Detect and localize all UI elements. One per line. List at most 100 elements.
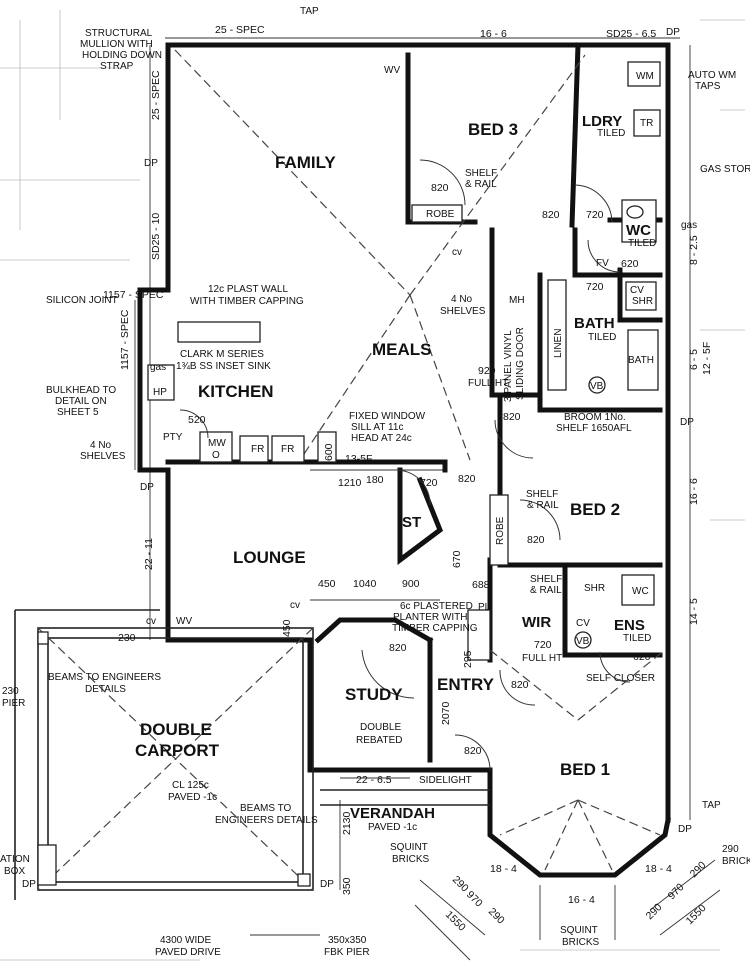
dim-bay-right-290d: 290	[688, 859, 709, 880]
dimension-lines	[134, 37, 691, 936]
dim-study-door: 820	[389, 642, 407, 654]
dim-bay-left-1550: 1550	[443, 909, 468, 934]
bed2-room-label: BED 2	[570, 500, 620, 519]
wir-shelf-note-2: & RAIL	[530, 585, 562, 596]
dim-pantry-door: 520	[188, 414, 206, 426]
ens-cv-label: CV	[576, 618, 590, 629]
brick-right-dim: 290	[722, 844, 739, 855]
wir-room-label: WIR	[522, 614, 551, 631]
dim-bay-left-184: 18 - 4	[490, 863, 517, 875]
study-room-label: STUDY	[345, 685, 403, 704]
dim-2265: 22 - 6.5	[356, 774, 392, 786]
dim-st-door: 720	[420, 477, 438, 489]
meals-shelves-note-2: SHELVES	[440, 306, 486, 317]
bath-vanity-label: VB	[590, 381, 604, 392]
mullion-note-2: MULLION WITH	[80, 39, 153, 50]
clark-sink-note-1: CLARK M SERIES	[180, 349, 264, 360]
bed2-shelf-note-2: & RAIL	[527, 500, 559, 511]
family-room-label: FAMILY	[275, 153, 336, 172]
paved-drive-note-2: PAVED DRIVE	[155, 947, 221, 958]
cowl-vent-label-2: cv	[290, 600, 300, 611]
kitchen-shelves-note-1: 4 No	[90, 440, 112, 451]
dim-295: 295	[462, 650, 474, 668]
wir-full-height-note: FULL HT	[522, 653, 562, 664]
dim-wir-door: 720	[534, 639, 552, 651]
dim-right-166: 16 - 6	[688, 478, 700, 505]
wir-shelf-note-1: SHELF	[530, 574, 562, 585]
brick-right-note: BRICK	[722, 856, 750, 867]
mullion-note-1: STRUCTURAL	[85, 28, 153, 39]
dim-2130: 2130	[341, 811, 353, 835]
broom-note-1: BROOM 1No.	[564, 412, 626, 423]
self-closer-note: SELF CLOSER	[586, 673, 655, 684]
sliding-door-note-2: SLIDING DOOR	[515, 327, 526, 400]
wc-cv-label: CV	[630, 285, 644, 296]
clark-sink-note-2: 1¾B SS INSET SINK	[176, 361, 271, 372]
dim-135f: 13-5F	[345, 453, 372, 465]
verandah-paving-note: PAVED -1c	[368, 822, 417, 833]
dim-bed2-door: 820	[527, 534, 545, 546]
fbk-pier-note-1: 350x350	[328, 935, 367, 946]
dim-1210: 1210	[338, 477, 362, 489]
double-rebated-note-1: DOUBLE	[360, 722, 401, 733]
downpipe-label-6: DP	[22, 879, 36, 890]
hotplate-label: HP	[153, 387, 167, 398]
dim-front-door: 820	[464, 745, 482, 757]
squint-bricks-left-1: SQUINT	[390, 842, 428, 853]
dim-bath-hall-door: 820	[503, 411, 521, 423]
ldry-room-label: LDRY	[582, 113, 622, 130]
auto-wm-note: AUTO WM	[688, 70, 736, 81]
double-rebated-note-2: REBATED	[356, 735, 403, 746]
plast-wall-note-2: WITH TIMBER CAPPING	[190, 296, 304, 307]
bulkhead-note-2: DETAIL ON	[55, 396, 107, 407]
bulkhead-note-3: SHEET 5	[57, 407, 99, 418]
dim-600: 600	[323, 443, 335, 461]
carport-label-line2: CARPORT	[135, 741, 220, 760]
dim-bay-left-970: 970	[464, 889, 485, 910]
ens-wc-label: WC	[632, 586, 649, 597]
interior-walls	[165, 42, 663, 763]
dim-left-2211: 22 - 11	[143, 538, 155, 570]
washing-machine-label: WM	[636, 71, 654, 82]
wc-room-label: WC	[626, 222, 651, 239]
bath-room-label: BATH	[574, 315, 615, 332]
sidelight-note: SIDELIGHT	[419, 775, 472, 786]
dim-1040: 1040	[353, 578, 377, 590]
dim-688: 688	[472, 579, 490, 591]
ens-room-label: ENS	[614, 617, 645, 634]
dim-meals-door: 820	[458, 473, 476, 485]
dim-230: 230	[118, 632, 136, 644]
dim-top-right-span: 16 - 6	[480, 28, 507, 40]
paved-drive-note-1: 4300 WIDE	[160, 935, 211, 946]
tap-right-note: TAP	[702, 800, 721, 811]
plast-wall-note-1: 12c PLAST WALL	[208, 284, 288, 295]
beams-note-1b: DETAILS	[85, 684, 126, 695]
downpipe-label-4: DP	[678, 824, 692, 835]
oven-label: O	[212, 450, 220, 461]
fridge-label-2: FR	[281, 444, 294, 455]
broom-note-2: SHELF 1650AFL	[556, 423, 632, 434]
carport-outline	[14, 609, 490, 900]
kitchen-room-label: KITCHEN	[198, 382, 274, 401]
wall-vent-label-2: WV	[176, 616, 192, 627]
dim-2070: 2070	[440, 701, 452, 725]
planter-note-3: TIMBER CAPPING	[392, 623, 478, 634]
beams-note-1a: BEAMS TO ENGINEERS	[48, 672, 161, 683]
dim-bed3-door-2: 820	[542, 209, 560, 221]
dim-left-spec: 25 - SPEC	[150, 70, 162, 120]
ens-shower-label: SHR	[584, 583, 605, 594]
dim-bay-right-184: 18 - 4	[645, 863, 672, 875]
mullion-note-4: STRAP	[100, 61, 134, 72]
dim-bay-left-290a: 290	[450, 874, 471, 895]
beams-note-2b: ENGINEERS DETAILS	[215, 815, 318, 826]
dim-bay-left-290b: 290	[486, 906, 507, 927]
robe-label-bed3: ROBE	[426, 209, 455, 220]
left-pier-note: PIER	[2, 698, 25, 709]
lounge-room-label: LOUNGE	[233, 548, 306, 567]
door-swings	[179, 159, 631, 771]
dim-670: 670	[451, 550, 463, 568]
silicon-joint-note: SILICON JOINT	[46, 295, 118, 306]
wall-vent-label-1: WV	[384, 65, 400, 76]
fbk-pier-note-2: FBK PIER	[324, 947, 370, 958]
